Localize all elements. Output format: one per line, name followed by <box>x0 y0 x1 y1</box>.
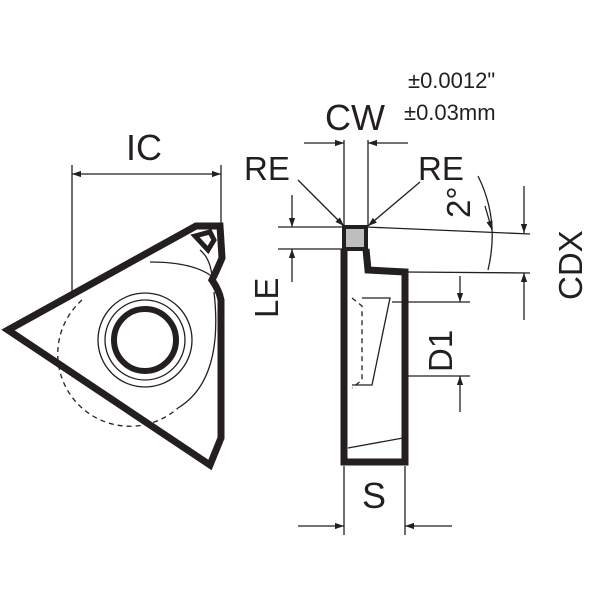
angle-label: 2° <box>440 186 477 218</box>
insert-notch <box>190 229 217 255</box>
side-view: CW ±0.0012" ±0.03mm RE RE LE 2° CDX D1 <box>244 68 589 535</box>
cutting-tip <box>342 225 368 251</box>
le-label: LE <box>248 278 285 318</box>
insert-outline-side <box>340 248 409 466</box>
re-right-leader <box>367 181 421 227</box>
re-left-leader <box>297 179 345 227</box>
cw-label: CW <box>325 97 385 138</box>
cdx-label: CDX <box>552 230 589 300</box>
hole-inner-circle <box>111 306 179 374</box>
angle-tick <box>484 205 493 231</box>
chipbreaker-outline-2 <box>177 291 217 409</box>
hole-ring <box>104 299 186 381</box>
d1-label: D1 <box>422 330 459 372</box>
hidden-shoulder <box>347 437 404 449</box>
tolerance-inch: ±0.0012" <box>408 68 495 93</box>
s-label: S <box>362 475 386 516</box>
ic-label: IC <box>126 127 162 168</box>
hidden-hole-side <box>351 297 363 389</box>
chipbreaker-outline <box>149 261 215 279</box>
hole-outer-circle <box>97 292 193 388</box>
hidden-counterbore <box>57 299 179 427</box>
tolerance-mm: ±0.03mm <box>404 100 496 125</box>
rake-face <box>365 226 531 235</box>
insert-notch-line <box>199 249 213 277</box>
rake-face-lower <box>404 271 531 274</box>
re-left-label: RE <box>244 150 290 187</box>
re-right-label: RE <box>418 150 464 187</box>
hidden-hole-side-2 <box>352 297 391 386</box>
front-view: IC <box>1 127 226 471</box>
